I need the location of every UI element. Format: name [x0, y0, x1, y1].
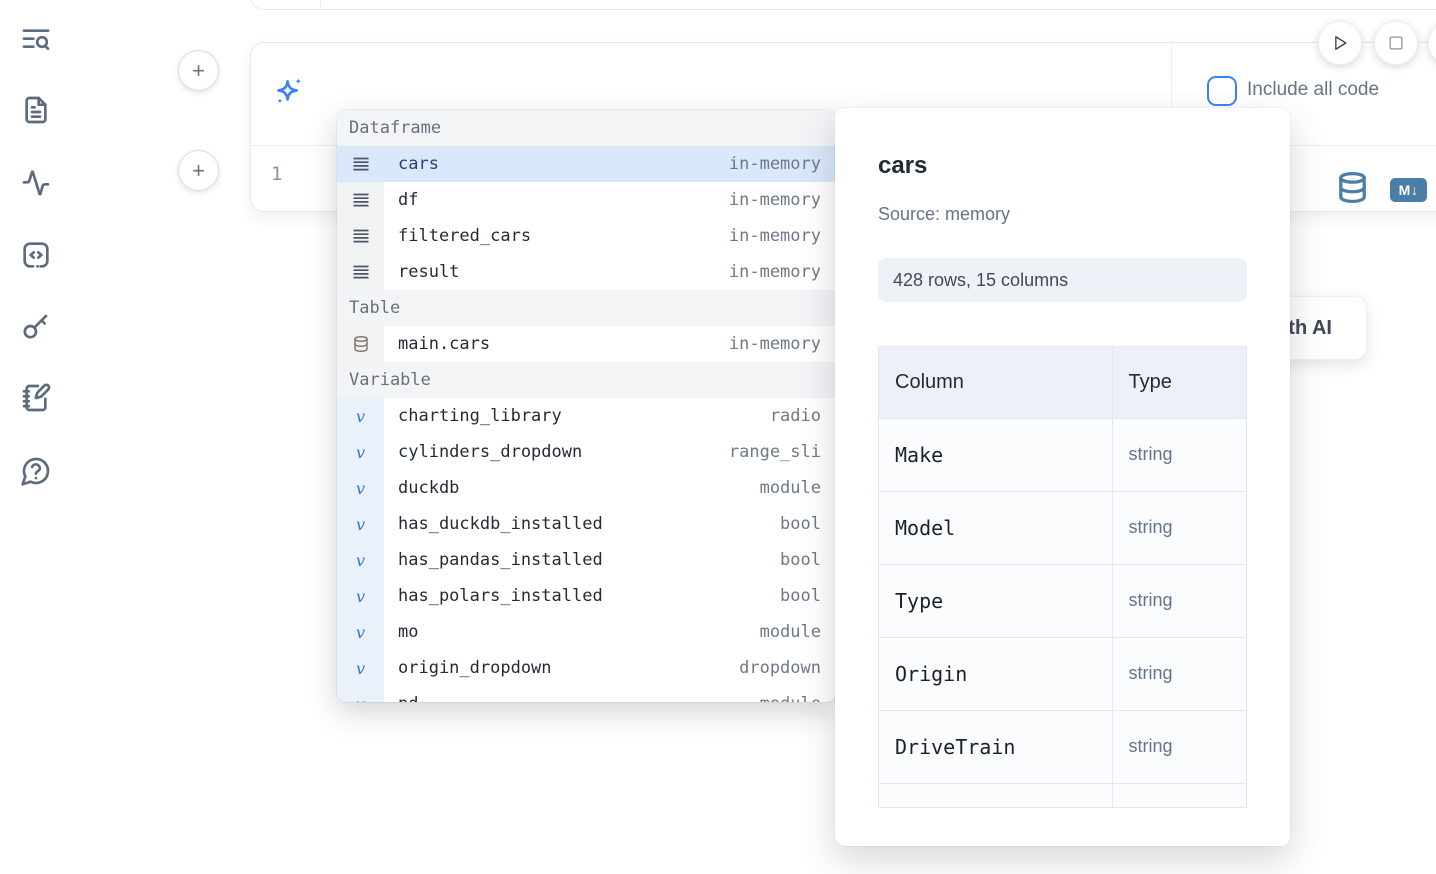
include-all-code-checkbox[interactable] — [1207, 76, 1237, 106]
section-header-dataframe: Dataframe — [337, 110, 835, 146]
shape-badge: 428 rows, 15 columns — [878, 258, 1247, 302]
variable-icon: v — [356, 695, 365, 703]
activity-icon[interactable] — [20, 167, 52, 199]
play-icon — [1335, 36, 1347, 50]
include-all-code-label: Include all code — [1247, 79, 1380, 100]
snippets-icon[interactable] — [20, 239, 52, 271]
schema-row-clipped — [879, 783, 1246, 807]
scratchpad-icon[interactable] — [20, 382, 52, 414]
variable-icon: v — [355, 622, 366, 642]
document-icon[interactable] — [20, 94, 52, 126]
stop-icon — [1389, 36, 1403, 50]
markdown-icon[interactable]: M↓ — [1390, 178, 1427, 202]
ai-sparkle-icon — [272, 75, 306, 109]
variable-icon: v — [355, 550, 366, 570]
run-cell-button[interactable] — [1318, 21, 1362, 65]
autocomplete-item-pd[interactable]: v pdmodule — [337, 686, 835, 702]
variable-icon: v — [355, 478, 366, 498]
variable-icon: v — [355, 514, 366, 534]
preview-title: cars — [878, 152, 928, 179]
variable-icon: v — [355, 406, 366, 426]
variable-icon: v — [355, 586, 366, 606]
help-icon[interactable] — [20, 455, 52, 487]
schema-row: Model string — [879, 491, 1246, 565]
key-icon[interactable] — [20, 310, 52, 342]
schema-row: DriveTrain string — [879, 710, 1246, 784]
schema-table: Column Type Make string Model string Typ… — [878, 346, 1247, 808]
database-icon — [353, 335, 368, 353]
line-number: 1 — [271, 163, 283, 185]
database-icon[interactable] — [1336, 171, 1369, 205]
variable-icon: v — [355, 442, 366, 462]
schema-header-row: Column Type — [879, 347, 1246, 419]
previous-cell — [250, 0, 1436, 10]
rows-icon — [353, 229, 368, 243]
section-header-table: Table — [337, 290, 835, 326]
column-header: Column — [879, 347, 1113, 419]
rows-icon — [353, 157, 368, 171]
type-header: Type — [1112, 347, 1246, 419]
section-header-variable: Variable — [337, 362, 835, 398]
dataframe-preview-panel: cars Source: memory 428 rows, 15 columns… — [835, 108, 1290, 846]
rows-icon — [353, 265, 368, 279]
rows-icon — [353, 193, 368, 207]
variable-icon: v — [355, 658, 366, 678]
cell-divider — [320, 0, 321, 9]
schema-row: Type string — [879, 564, 1246, 638]
add-cell-button-top[interactable]: + — [178, 50, 219, 91]
code-editor-row[interactable]: 1 M↓ — [251, 147, 1436, 212]
schema-row: Make string — [879, 418, 1246, 492]
add-cell-button-bottom[interactable]: + — [178, 150, 219, 191]
list-search-icon[interactable] — [20, 24, 52, 56]
preview-source: Source: memory — [878, 204, 1011, 224]
schema-row: Origin string — [879, 637, 1246, 711]
stop-button[interactable] — [1374, 21, 1418, 65]
